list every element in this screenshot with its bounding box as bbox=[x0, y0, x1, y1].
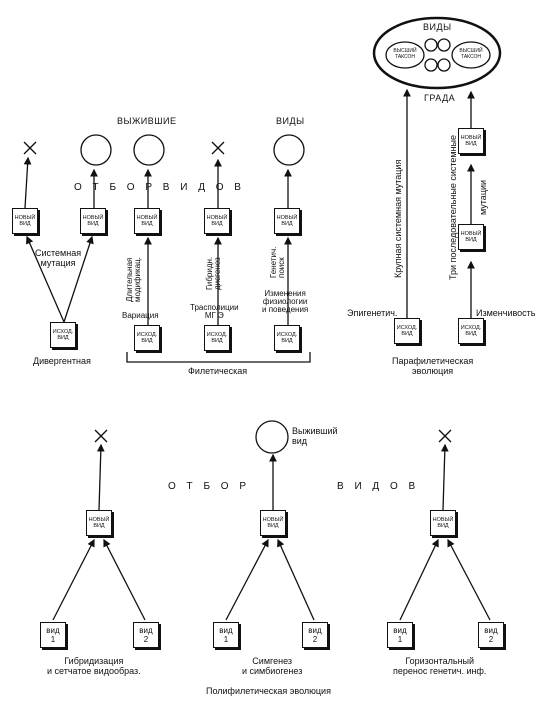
long-modification-label: Длительная модификац. bbox=[125, 257, 142, 302]
survivor-circle-1 bbox=[80, 134, 112, 166]
species-header-label: ВИДЫ bbox=[276, 116, 305, 126]
selection-label-bottom-left: О Т Б О Р bbox=[168, 481, 251, 492]
mutations-label: мутации bbox=[478, 179, 488, 215]
species2-box-b1: вид 2 bbox=[133, 622, 159, 648]
hybridization-label: Гибридизация и сетчатое видообраз. bbox=[47, 656, 141, 676]
species2-box-b3: вид 2 bbox=[478, 622, 504, 648]
large-mutation-label: Крупная системная мутация bbox=[393, 159, 403, 278]
horizontal-transfer-label: Горизонтальный перенос генетич. инф. bbox=[393, 656, 487, 676]
species1-box-b3: вид 1 bbox=[387, 622, 413, 648]
grade-label: ГРАДА bbox=[424, 93, 456, 103]
transposition-label: Трасполиции МГ Э bbox=[190, 303, 239, 320]
phyletic-label: Филетическая bbox=[188, 366, 248, 376]
symgenesis-label: Симгенез и симбиогенез bbox=[242, 656, 303, 676]
paraphyletic-label: Парафилетическая эволюция bbox=[392, 356, 474, 376]
new-species-box-b2: НОВЫЙ ВИД bbox=[260, 510, 286, 536]
source-species-box-2: ИСХОД. ВИД bbox=[134, 325, 160, 351]
new-species-box-1: НОВЫЙ ВИД bbox=[12, 208, 38, 234]
species1-box-b2: вид 1 bbox=[213, 622, 239, 648]
species-label-right: ВИДЫ bbox=[423, 22, 452, 32]
source-species-box-r2: ИСХОД. ВИД bbox=[458, 318, 484, 344]
survived-species-label: Выживший вид bbox=[292, 426, 338, 446]
new-species-box-4: НОВЫЙ ВИД bbox=[204, 208, 230, 234]
hybrid-dysgenesis-label: Гибридн. дисгенез bbox=[205, 256, 222, 290]
source-species-box-3: ИСХОД. ВИД bbox=[204, 325, 230, 351]
new-species-box-r2: НОВЫЙ ВИД bbox=[458, 224, 484, 250]
selection-label-top: О Т Б О Р В И Д О В bbox=[74, 182, 245, 193]
survivor-circle-2 bbox=[133, 134, 165, 166]
new-species-box-b1: НОВЫЙ ВИД bbox=[86, 510, 112, 536]
epigenetic-label: Эпигенетич. bbox=[347, 308, 398, 318]
three-mutations-label: Три последовательные системные bbox=[448, 134, 458, 280]
survivor-circle-3 bbox=[273, 134, 305, 166]
systemic-mutation-label: Системная мутация bbox=[35, 248, 82, 268]
selection-label-bottom-right: В И Д О В bbox=[337, 481, 420, 492]
source-species-box-r1: ИСХОД. ВИД bbox=[394, 318, 420, 344]
new-species-box-3: НОВЫЙ ВИД bbox=[134, 208, 160, 234]
higher-taxon-label-1: ВЫСШИЙ ТАКСОН bbox=[393, 48, 417, 60]
higher-taxon-label-2: ВЫСШИЙ ТАКСОН bbox=[459, 48, 483, 60]
polyphyletic-label: Полифилетическая эволюция bbox=[206, 686, 331, 696]
variation-label: Вариация bbox=[122, 311, 159, 320]
species2-box-b2: вид 2 bbox=[302, 622, 328, 648]
survivors-label: ВЫЖИВШИЕ bbox=[117, 116, 177, 126]
genetic-search-label: Генетич. поиск bbox=[269, 246, 286, 278]
new-species-box-5: НОВЫЙ ВИД bbox=[274, 208, 300, 234]
species1-box-b1: вид 1 bbox=[40, 622, 66, 648]
new-species-box-2: НОВЫЙ ВИД bbox=[80, 208, 106, 234]
new-species-box-b3: НОВЫЙ ВИД bbox=[430, 510, 456, 536]
source-species-box-4: ИСХОД. ВИД bbox=[274, 325, 300, 351]
physiology-change-label: Изменения физиологии и поведения bbox=[262, 289, 309, 314]
divergent-label: Дивергентная bbox=[33, 356, 91, 366]
variability-label: Изменчивость bbox=[476, 308, 536, 318]
new-species-box-r1: НОВЫЙ ВИД bbox=[458, 128, 484, 154]
source-species-box-1: ИСХОД. ВИД bbox=[50, 322, 76, 348]
survived-circle-bottom bbox=[255, 420, 289, 454]
